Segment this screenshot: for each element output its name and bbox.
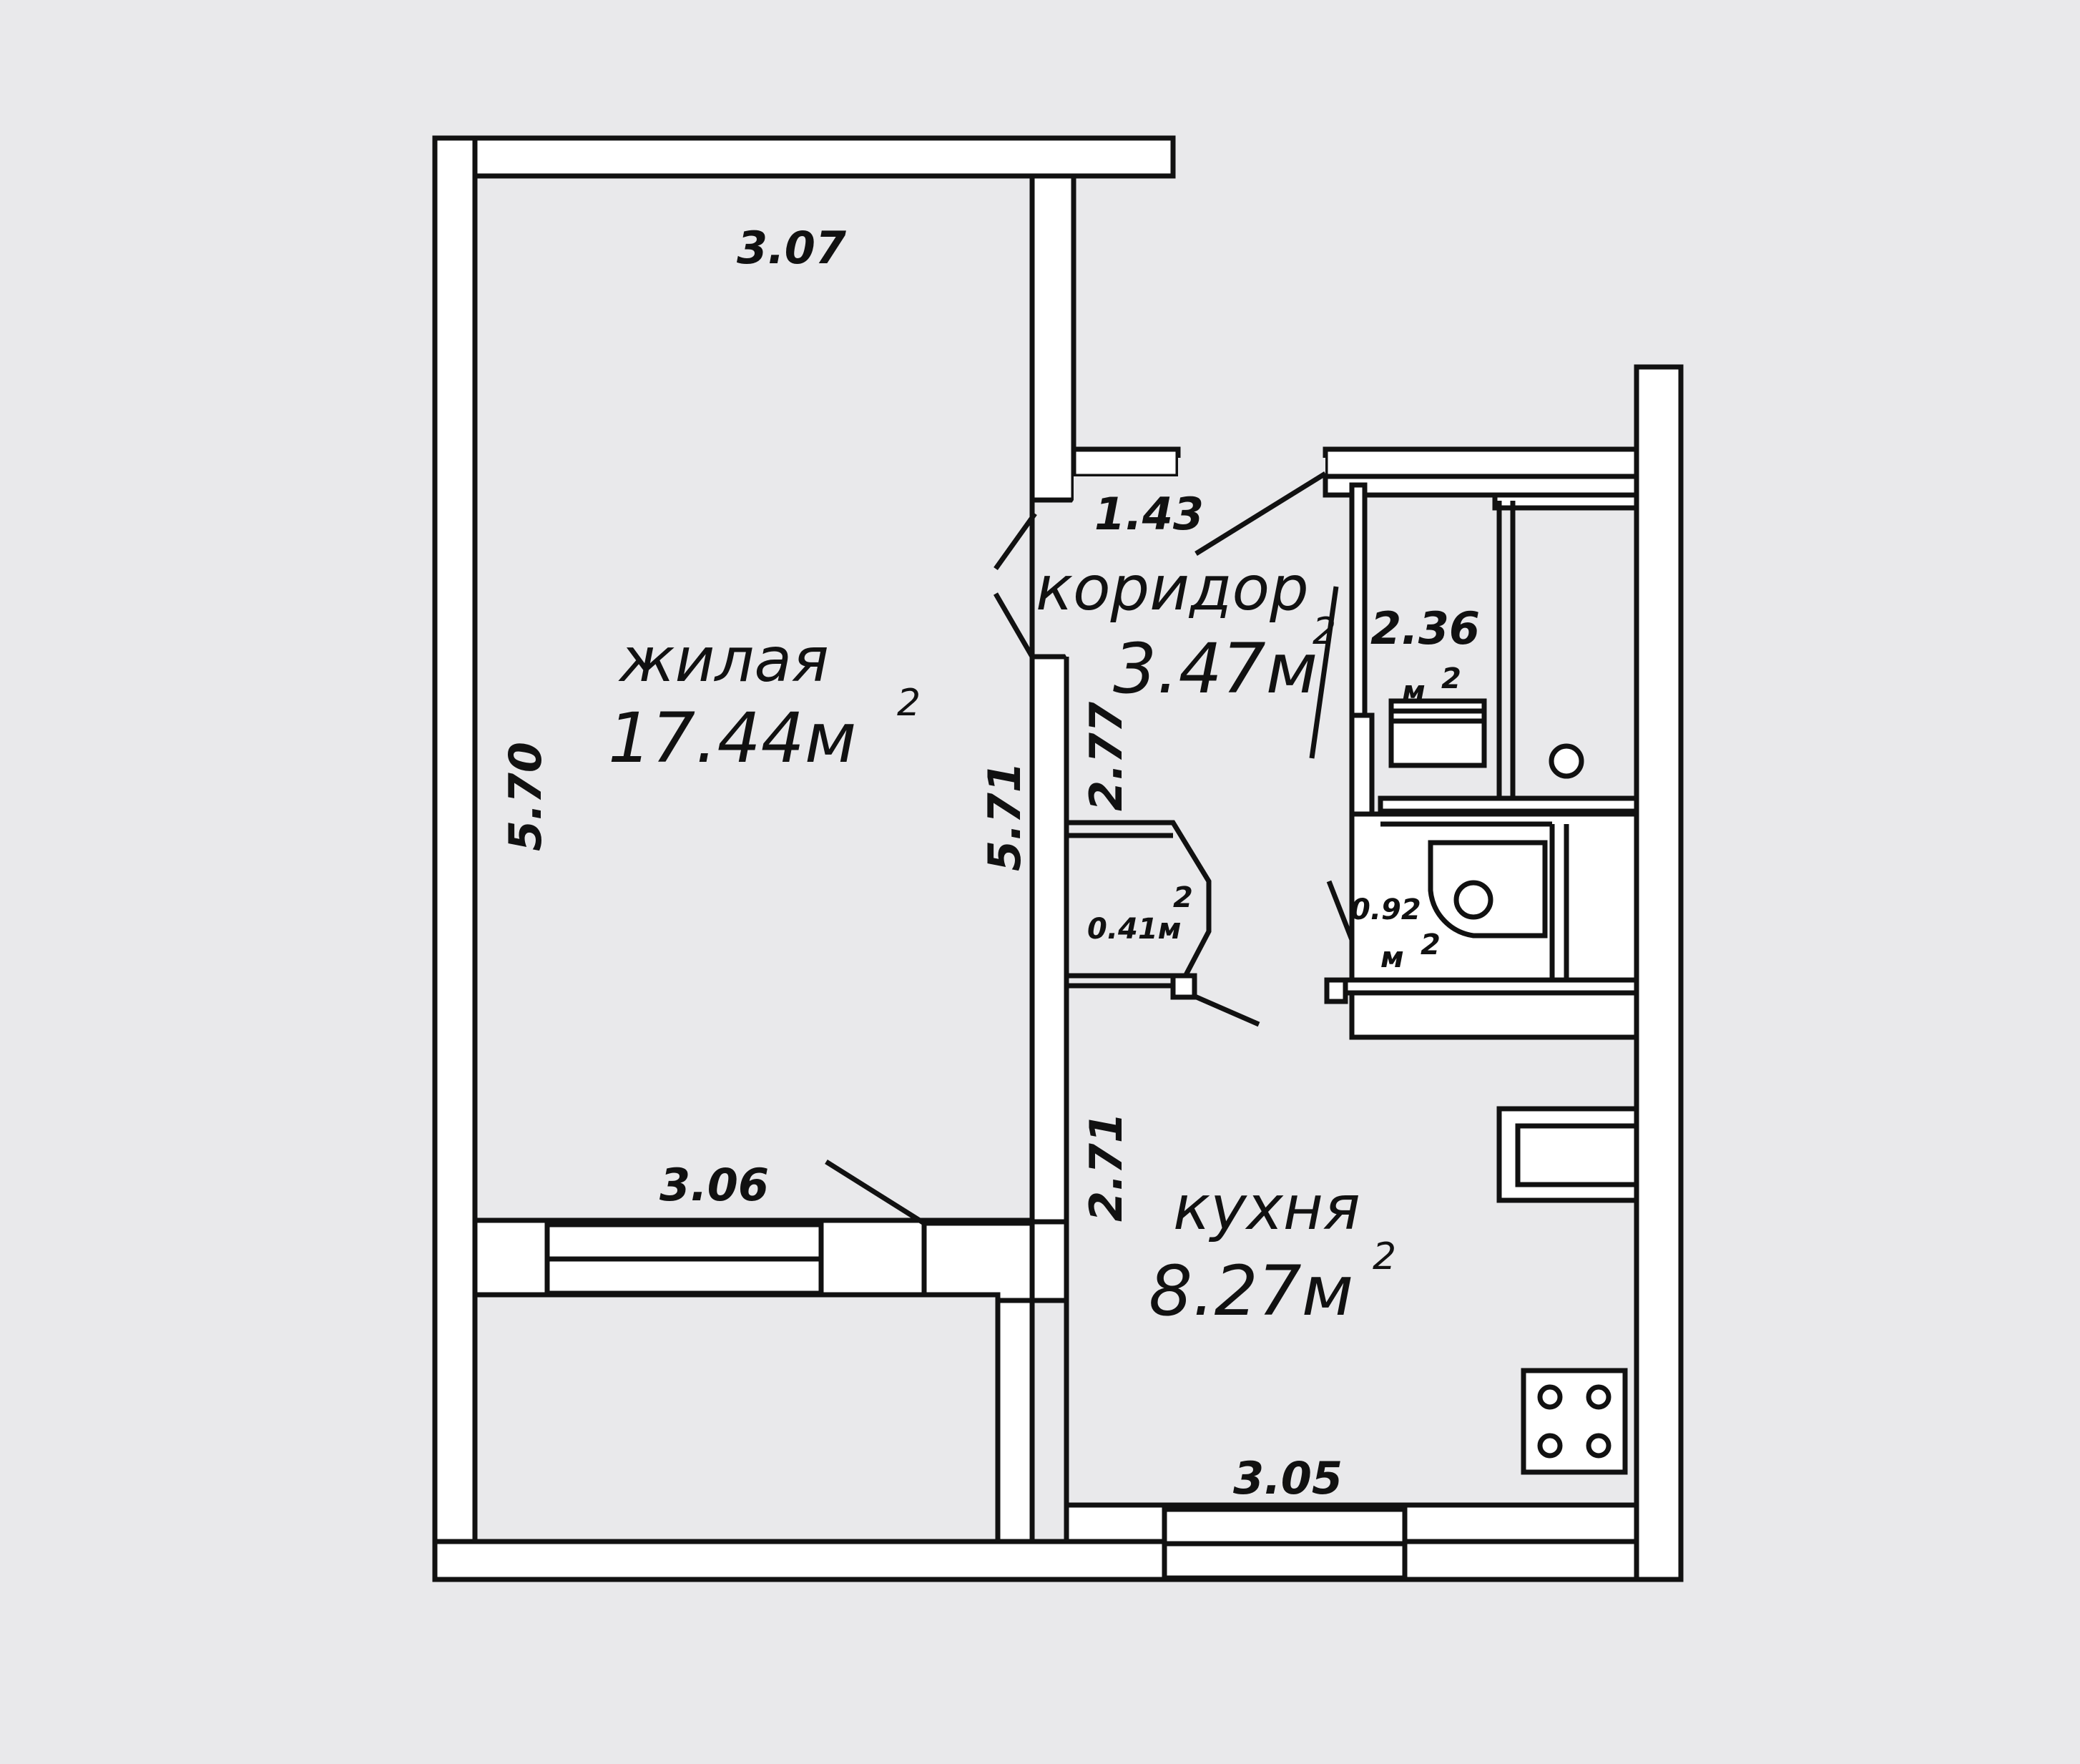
living-room-floor [472, 173, 1035, 1223]
wall-living-top [432, 135, 1176, 179]
bathroom [1323, 474, 1639, 861]
kitchen-name: кухня [1173, 1172, 1360, 1244]
kitchen-sink-inner [1515, 1123, 1639, 1187]
bath-top-wall [1323, 474, 1639, 498]
door-bath-2 [1309, 586, 1339, 759]
bath-tub-partition [1492, 492, 1639, 511]
kitchen-area-sup: 2 [1373, 1235, 1396, 1278]
dim-kitchen-side: 2.71 [1080, 1112, 1132, 1222]
wc-area-unit: м [1380, 941, 1404, 974]
bathroom-area-unit: м [1402, 675, 1426, 708]
wall-balcony-side [995, 1298, 1035, 1544]
bathroom-area: 2.36 [1370, 602, 1480, 655]
corridor-area: 3.47м [1113, 629, 1318, 709]
wall-living-kitchen [1029, 654, 1069, 1225]
toilet-bowl-icon [1453, 880, 1493, 920]
door-corridor-entry-2 [993, 592, 1035, 658]
corridor-name: коридор [1036, 553, 1309, 624]
dim-corridor-top: 1.43 [1094, 488, 1204, 540]
door-corridor-entry-1 [994, 511, 1037, 571]
bath-floor-bar [1378, 795, 1639, 814]
living-room-area: 17.44м [608, 698, 856, 778]
kitchen-area: 8.27м [1149, 1251, 1353, 1331]
wc [1324, 811, 1639, 1040]
dim-living-right: 5.71 [978, 762, 1031, 871]
stove [1521, 1368, 1628, 1475]
dim-living-bottom: 3.06 [659, 1159, 769, 1211]
balcony-floor [472, 1292, 1001, 1544]
door-bath-1 [1194, 471, 1327, 556]
dim-living-left: 5.70 [499, 742, 551, 851]
closet-door-block [1170, 973, 1197, 1000]
burner-icon [1586, 1433, 1611, 1459]
dim-kitchen-bottom: 3.05 [1233, 1452, 1343, 1504]
wc-area: 0.92 [1350, 893, 1421, 926]
drain-icon [1549, 743, 1584, 779]
closet-area: 0.41м [1087, 913, 1181, 946]
wc-door-jamb [1324, 977, 1348, 1004]
wall-balcony-right [921, 1220, 1035, 1303]
dim-corridor-side: 2.77 [1080, 701, 1132, 811]
living-room-area-sup: 2 [897, 682, 921, 725]
burner-icon [1586, 1384, 1611, 1410]
wall-corridor-return [1071, 446, 1181, 479]
wall-bottom [432, 1539, 1684, 1582]
wc-door-bar [1324, 977, 1639, 996]
windows [544, 1222, 1408, 1581]
burner-icon [1537, 1384, 1563, 1410]
burner-icon [1537, 1433, 1563, 1459]
kitchen-fixtures [1496, 1106, 1639, 1475]
closet [1066, 820, 1212, 1000]
wc-area-sup: 2 [1421, 928, 1441, 961]
bathroom-area-sup: 2 [1441, 662, 1461, 695]
closet-area-sup: 2 [1173, 881, 1193, 914]
living-room-name: жилая [618, 624, 829, 696]
closet-outline [1066, 820, 1212, 989]
dimension-labels: 3.07 3.06 5.70 5.71 1.43 2.77 2.71 3.05 [499, 222, 1343, 1504]
wall-left [432, 135, 478, 1582]
wall-kitchen-left [1029, 1219, 1069, 1303]
door-living-balcony [825, 1160, 926, 1225]
dim-living-top: 3.07 [737, 222, 847, 274]
wall-bath-top [1323, 446, 1639, 479]
wall-living-corridor-upper [1029, 173, 1076, 503]
corridor-area-sup: 2 [1313, 610, 1336, 653]
sink-top [1388, 708, 1487, 724]
wall-right [1634, 364, 1684, 1582]
room-labels: жилая 17.44м 2 коридор 3.47м 2 кухня 8.2… [608, 553, 1480, 1331]
